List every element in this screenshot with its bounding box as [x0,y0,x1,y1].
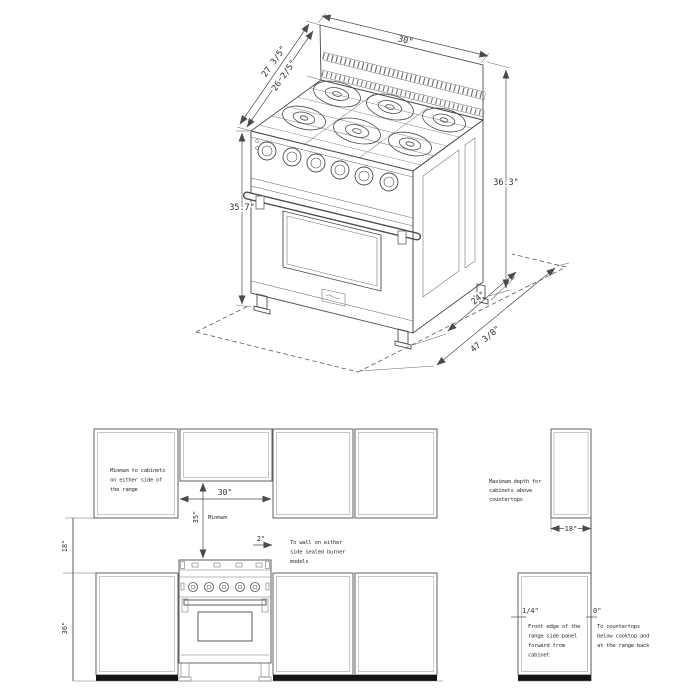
note-back-clearance-line2: below cooktop and [597,634,649,640]
note-front-edge-line1: Front edge of the [528,624,581,630]
note-upper-depth-line3: countertops [489,497,523,503]
dim-label-height-back: 36.3" [493,178,519,188]
burner [313,80,361,108]
burner [333,117,381,145]
note-side-cabinets-line3: the range [110,487,139,493]
dim-label-floor-diagonal: 47 3/8" [469,324,503,355]
note-side-cabinets-line1: Minmum to cabinets [110,468,165,474]
note-front-edge-line3: forward from [528,643,566,649]
range-feet [253,283,489,350]
note-back-clearance-line3: at the range back [597,643,650,649]
dim-label-width: 30" [397,34,414,47]
upper-cabinet-left [93,428,179,519]
dim-label-back-clearance: 0" [593,607,601,615]
wall-dimension-lines: 18" 36" [61,517,96,681]
note-side-clearance-line1: To wall on either [290,540,343,546]
base-cabinet-right-b [354,572,438,676]
installation-front-view: Minmum to cabinets on either side of the… [61,428,443,682]
burner [366,93,414,121]
control-knobs [255,139,399,192]
dim-label-front-edge: 1/4" [522,607,539,615]
note-side-cabinets-line2: on either side of [110,478,162,484]
base-cabinet-side [517,572,592,676]
oven-door-window [282,210,382,292]
note-side-clearance-line2: side sealed burner [290,550,346,556]
burner [388,131,432,157]
upper-cabinet-middle [179,428,273,482]
dim-label-upper-depth: 18" [565,525,578,533]
base-cabinet-right-a [272,572,354,676]
isometric-range-drawing: 30" 27 3/5" 26 2/5" 36.3" 35.7" 24" 47 3 [195,12,570,373]
base-cabinet-left [95,572,179,676]
dim-label-opening-width: 30" [218,488,232,497]
note-front-edge-line2: range side panel [528,634,577,640]
burner [422,107,466,133]
oven-door-handle [243,191,421,245]
upper-cabinet-right-b [354,428,438,519]
note-clearance-above: Minmum [208,515,227,521]
note-back-clearance-line1: To countertops [597,624,640,630]
upper-cabinet-side [550,428,592,519]
dim-label-height-front: 35.7" [229,203,255,213]
upper-cabinets [93,428,438,519]
note-side-clearance-line3: models [290,559,308,565]
note-upper-depth-line2: cabinets above [489,488,533,494]
range-front-elevation [178,559,272,682]
dim-label-clearance-above: 35" [192,511,200,524]
dim-label-side-clearance: 2" [257,535,265,543]
upper-cabinet-right-a [272,428,354,519]
oven-handle-front [183,599,267,606]
dim-label-counter-height: 36" [61,622,69,635]
oven-window-front [197,611,253,642]
base-cabinets [95,572,438,681]
range-knobs [188,582,260,592]
note-front-edge-line4: cabinet [528,653,549,659]
range-front-face [243,130,421,334]
installation-side-view: Maximum depth for cabinets above counter… [489,428,650,682]
note-upper-depth-line1: Maximum depth for [489,479,542,485]
brand-plaque [321,288,346,307]
dim-label-counter-to-cabinet: 18" [61,540,69,553]
